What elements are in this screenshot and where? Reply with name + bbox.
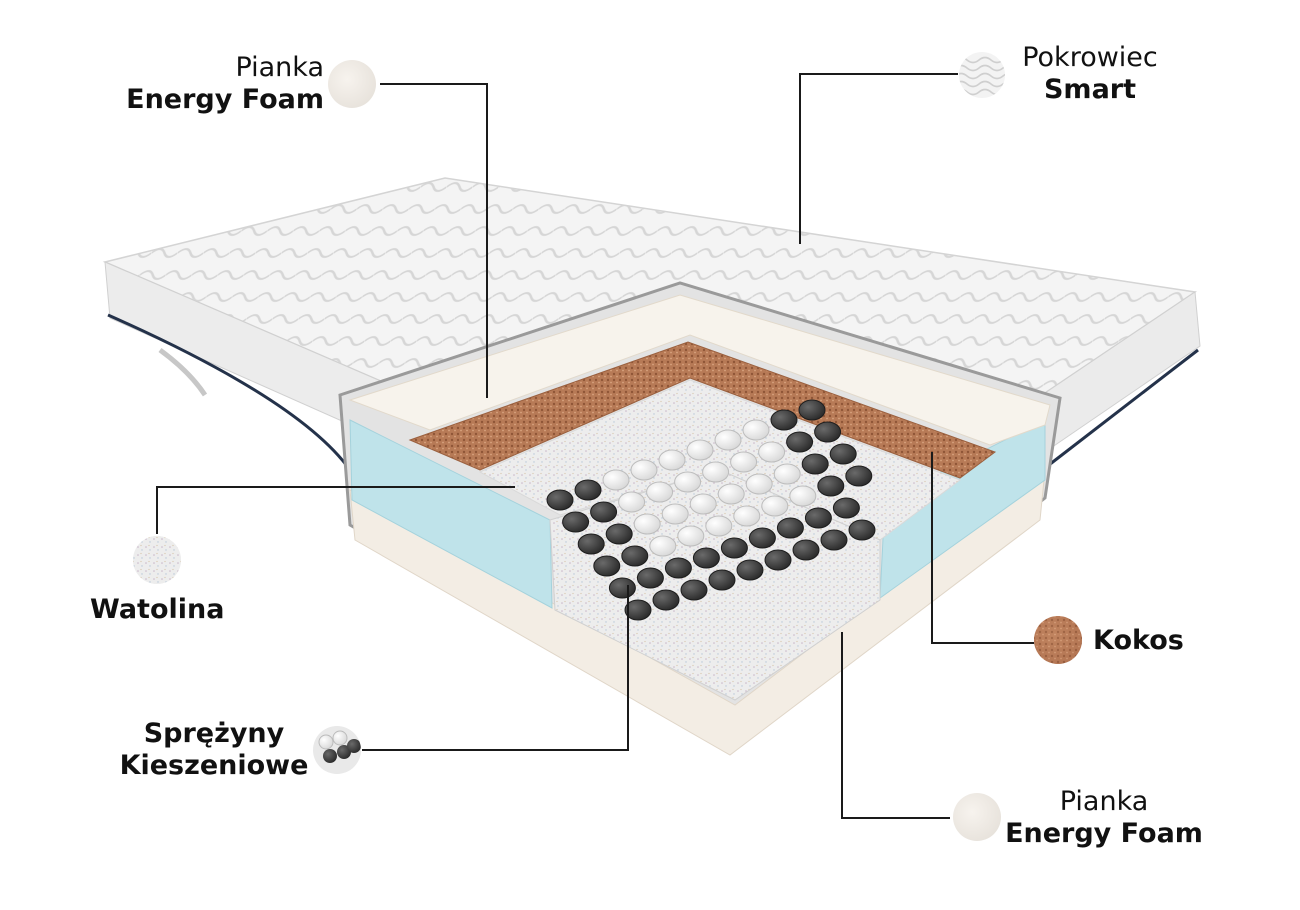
- mattress-handle: [158, 347, 208, 397]
- leader-cover: [799, 73, 958, 244]
- pocket-spring: [786, 431, 814, 453]
- pocket-spring: [664, 557, 692, 579]
- leader-bottom-foam: [841, 632, 950, 819]
- pocket-spring: [577, 533, 605, 555]
- layer-bottom-foam: [349, 468, 1046, 756]
- pocket-spring: [773, 463, 801, 485]
- pocket-spring: [705, 515, 733, 537]
- pocket-spring: [758, 441, 786, 463]
- pocket-spring: [789, 485, 817, 507]
- pocket-spring: [829, 443, 857, 465]
- pocket-spring: [817, 475, 845, 497]
- leader-top-foam: [380, 83, 488, 398]
- label-top-foam-line1: Pianka: [235, 52, 324, 83]
- layer-kokos: [408, 341, 997, 479]
- pocket-spring: [745, 473, 773, 495]
- pocket-spring: [814, 421, 842, 443]
- swatch-bottom-foam-icon: [953, 793, 1001, 841]
- pocket-spring: [708, 569, 736, 591]
- pocket-spring: [574, 479, 602, 501]
- pocket-spring: [658, 449, 686, 471]
- label-watolina-line1: Watolina: [90, 594, 225, 625]
- swatches: [133, 52, 1082, 841]
- mattress-piping-left: [107, 313, 352, 471]
- label-bottom-foam: Pianka Energy Foam: [1004, 786, 1204, 850]
- pocket-spring: [776, 517, 804, 539]
- pocket-spring: [764, 549, 792, 571]
- pocket-spring: [804, 507, 832, 529]
- pocket-spring: [733, 505, 761, 527]
- pocket-spring: [562, 511, 590, 533]
- layer-top-foam: [348, 294, 1051, 446]
- label-bottom-foam-line1: Pianka: [1059, 786, 1149, 817]
- pocket-spring: [689, 493, 717, 515]
- pocket-spring: [618, 491, 646, 513]
- pocket-spring: [692, 547, 720, 569]
- pocket-spring: [593, 555, 621, 577]
- swatch-top-foam-icon: [328, 60, 376, 108]
- pocket-spring: [590, 501, 618, 523]
- pocket-spring: [798, 399, 826, 421]
- pocket-spring: [792, 539, 820, 561]
- pocket-spring: [717, 483, 745, 505]
- pocket-spring: [748, 527, 776, 549]
- pocket-spring: [646, 481, 674, 503]
- pocket-spring: [674, 471, 702, 493]
- pocket-spring: [848, 519, 876, 541]
- pocket-spring: [636, 567, 664, 589]
- pocket-spring: [742, 419, 770, 441]
- swatch-watolina-icon: [133, 536, 181, 584]
- swatch-kokos-icon: [1034, 616, 1082, 664]
- pocket-spring: [661, 503, 689, 525]
- pocket-spring: [770, 409, 798, 431]
- layer-side-foam-right: [879, 419, 1046, 600]
- mattress-cutaway: [338, 281, 1062, 756]
- mattress-piping-right: [1044, 348, 1199, 470]
- pocket-spring: [546, 489, 574, 511]
- label-cover-line1: Pokrowiec: [1022, 42, 1158, 73]
- pocket-spring: [605, 523, 633, 545]
- swatch-cover-icon: [959, 52, 1005, 98]
- pocket-spring: [652, 589, 680, 611]
- pocket-spring: [801, 453, 829, 475]
- leader-kokos: [931, 452, 1034, 644]
- pocket-spring: [602, 469, 630, 491]
- pocket-spring: [720, 537, 748, 559]
- label-cover: Pokrowiec Smart: [1010, 42, 1170, 106]
- pocket-spring: [624, 599, 652, 621]
- leader-lines: [156, 73, 1034, 819]
- pocket-spring: [686, 439, 714, 461]
- pocket-spring: [730, 451, 758, 473]
- leader-springs: [362, 585, 629, 751]
- leader-watolina: [156, 486, 515, 534]
- label-kokos-line1: Kokos: [1093, 625, 1184, 656]
- pocket-spring: [702, 461, 730, 483]
- label-springs-line1: Sprężyny: [143, 718, 285, 749]
- pocket-spring: [820, 529, 848, 551]
- pocket-spring: [845, 465, 873, 487]
- pocket-spring: [630, 459, 658, 481]
- label-bottom-foam-line2: Energy Foam: [1005, 818, 1203, 849]
- pocket-spring: [621, 545, 649, 567]
- pocket-spring: [761, 495, 789, 517]
- pocket-spring: [633, 513, 661, 535]
- pocket-spring: [736, 559, 764, 581]
- label-kokos: Kokos: [1093, 625, 1184, 657]
- pocket-spring: [680, 579, 708, 601]
- label-top-foam: Pianka Energy Foam: [100, 52, 324, 116]
- label-top-foam-line2: Energy Foam: [126, 84, 324, 115]
- pocket-spring: [832, 497, 860, 519]
- label-cover-line2: Smart: [1043, 74, 1137, 105]
- pocket-spring: [608, 577, 636, 599]
- pocket-spring: [677, 525, 705, 547]
- pocket-spring: [649, 535, 677, 557]
- label-springs: Sprężyny Kieszeniowe: [118, 718, 310, 782]
- pocket-spring: [714, 429, 742, 451]
- label-springs-line2: Kieszeniowe: [119, 750, 309, 781]
- label-watolina: Watolina: [90, 594, 224, 626]
- swatch-springs-icon: [313, 726, 361, 774]
